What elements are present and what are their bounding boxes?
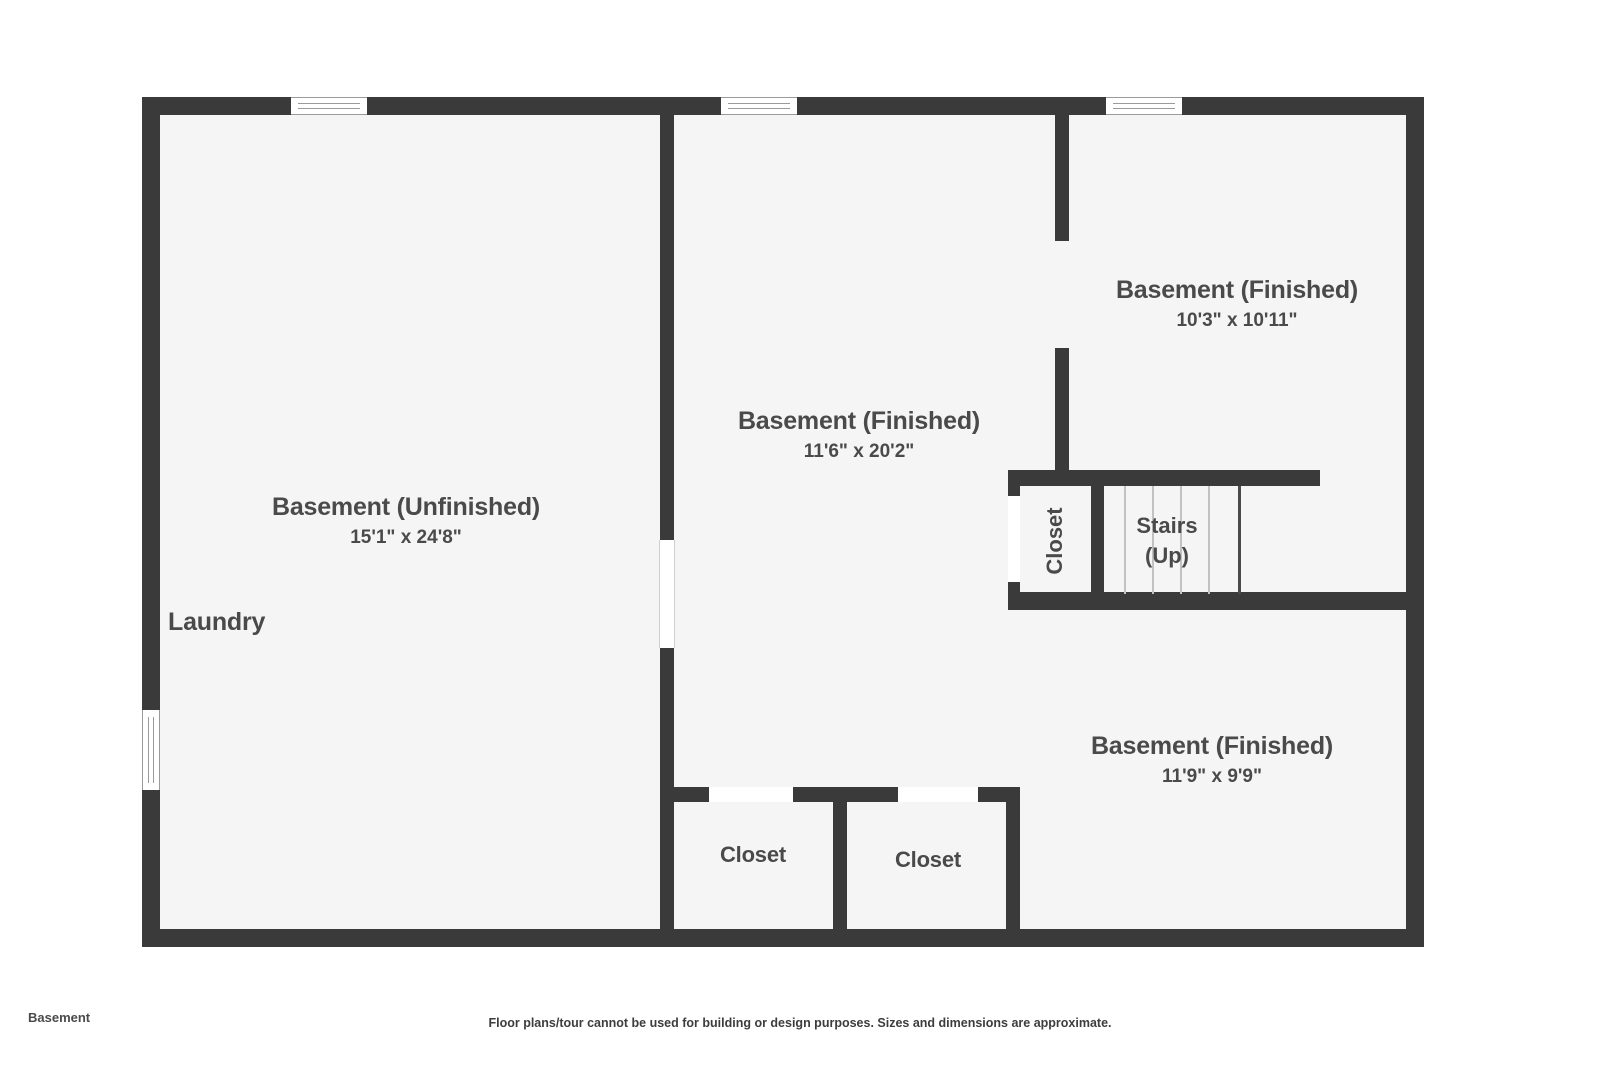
window-top-center xyxy=(721,97,797,115)
window-pane xyxy=(298,103,360,109)
stair-tread-line xyxy=(1124,486,1126,594)
interior-wall-upper-right-vertical-bottom xyxy=(1055,348,1069,480)
room-area-closet-stairs xyxy=(1008,478,1320,602)
doorway-closet-bottom-left xyxy=(709,787,793,802)
window-top-right xyxy=(1106,97,1182,115)
stair-tread-line xyxy=(1180,486,1182,594)
window-pane xyxy=(1113,103,1175,109)
doorway-closet-bottom-right xyxy=(898,787,978,802)
interior-wall-vertical-main-upper xyxy=(660,97,674,541)
interior-wall-upper-right-vertical-top xyxy=(1055,107,1069,241)
stairs-right-edge xyxy=(1238,486,1241,594)
interior-wall-stairs-bottom xyxy=(1008,592,1414,610)
window-left-wall xyxy=(142,710,160,790)
room-area-basement-unfinished xyxy=(152,107,664,937)
room-area-closet-bottom-left xyxy=(670,787,836,939)
interior-wall-stairs-top xyxy=(1008,470,1320,486)
exterior-wall-bottom xyxy=(142,929,1424,947)
stair-tread-line xyxy=(1208,486,1210,594)
exterior-wall-left xyxy=(142,97,160,947)
disclaimer-text: Floor plans/tour cannot be used for buil… xyxy=(488,1016,1112,1030)
window-pane xyxy=(728,103,790,109)
window-pane xyxy=(148,717,154,783)
stair-tread-line xyxy=(1152,486,1154,594)
interior-wall-vertical-main-lower xyxy=(660,647,674,947)
room-area-closet-bottom-right xyxy=(840,787,1018,939)
doorway-closet-stairs xyxy=(1008,496,1020,582)
window-top-left xyxy=(291,97,367,115)
doorway-center-to-unfinished xyxy=(659,540,675,648)
interior-wall-bottom-closets-right xyxy=(1006,787,1020,942)
exterior-wall-right xyxy=(1406,97,1424,947)
interior-wall-closet-stairs-divider xyxy=(1091,478,1104,598)
plan-name-footer: Basement xyxy=(28,1010,91,1025)
interior-wall-bottom-closets-divider xyxy=(833,787,847,942)
room-area-basement-finished-upper-right xyxy=(1058,107,1414,487)
